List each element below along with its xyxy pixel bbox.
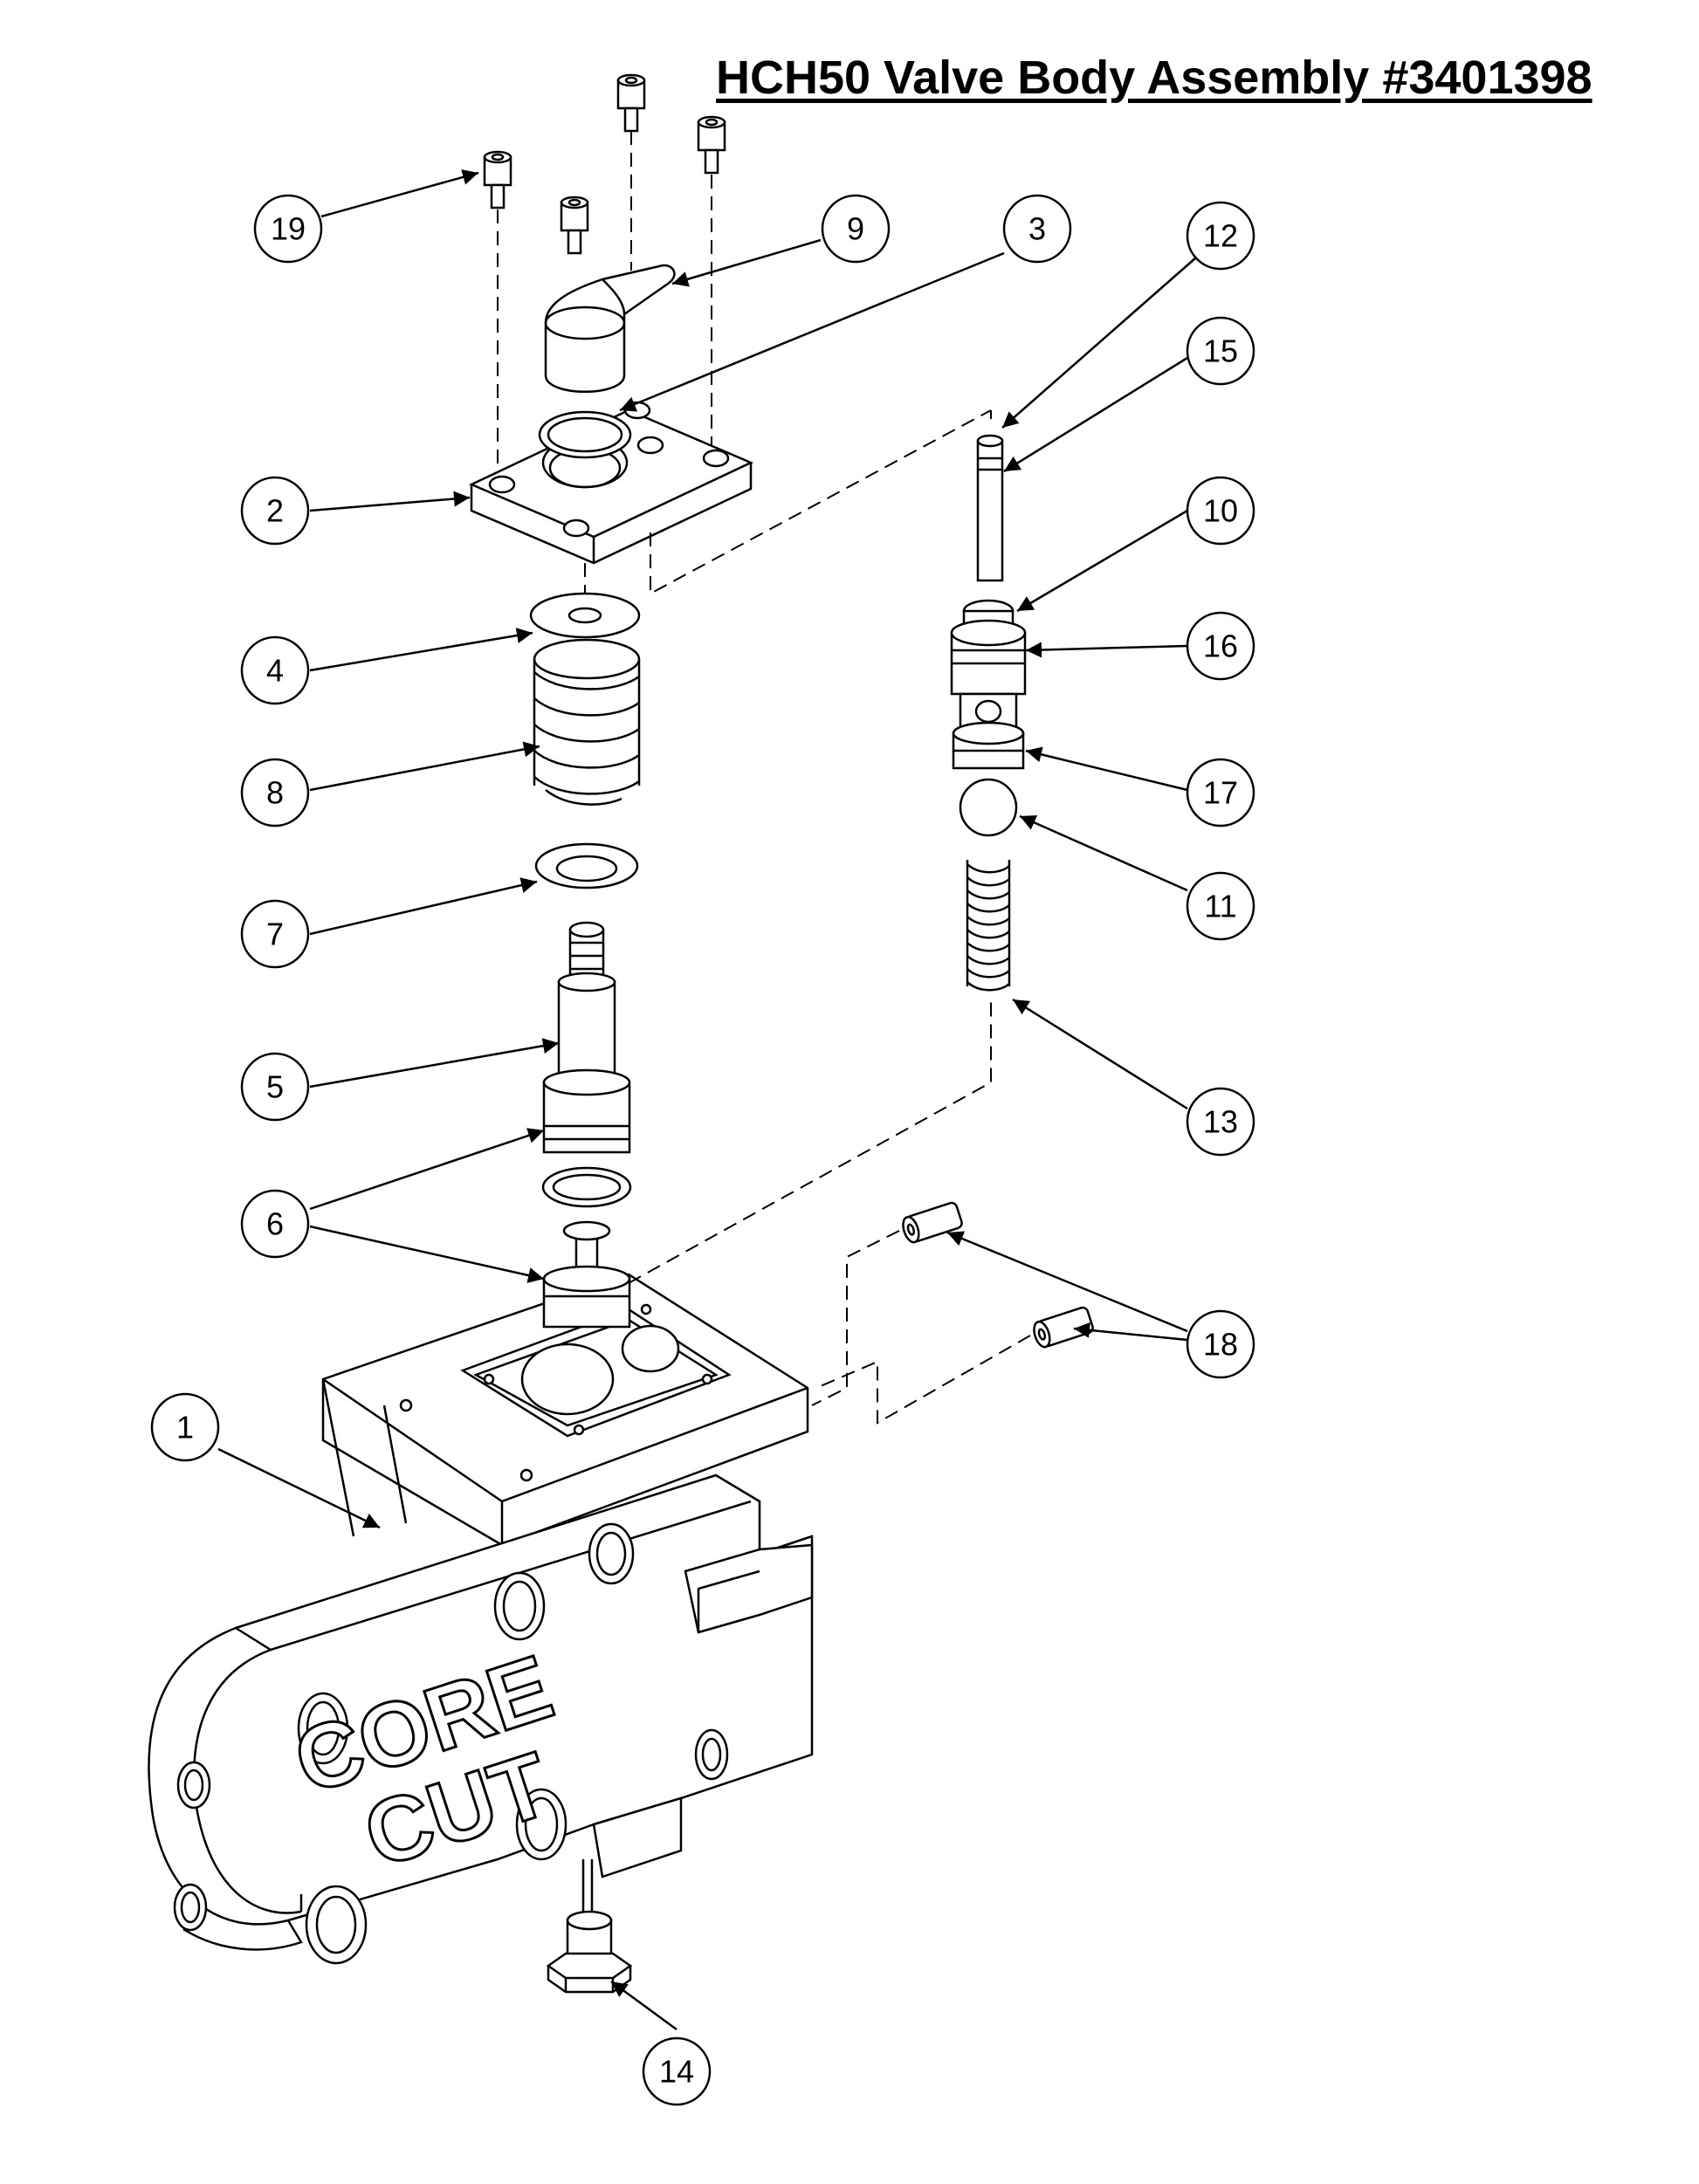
lever-handle-part-9 bbox=[544, 264, 676, 393]
callout-2: 2 bbox=[240, 476, 310, 546]
callout-9: 9 bbox=[821, 194, 891, 264]
cover-plate-part-2 bbox=[468, 401, 754, 565]
callout-18: 18 bbox=[1186, 1309, 1255, 1379]
svg-text:12: 12 bbox=[1203, 218, 1238, 254]
callout-11: 11 bbox=[1186, 871, 1255, 941]
callout-7: 7 bbox=[240, 899, 310, 969]
callout-14: 14 bbox=[642, 2036, 712, 2106]
callout-17: 17 bbox=[1186, 758, 1255, 828]
svg-text:7: 7 bbox=[266, 917, 284, 952]
svg-text:16: 16 bbox=[1203, 628, 1238, 664]
svg-text:11: 11 bbox=[1204, 889, 1236, 924]
svg-text:4: 4 bbox=[266, 653, 284, 689]
svg-text:8: 8 bbox=[266, 775, 284, 811]
svg-text:5: 5 bbox=[266, 1069, 284, 1105]
svg-text:10: 10 bbox=[1203, 493, 1238, 529]
svg-text:6: 6 bbox=[266, 1206, 284, 1242]
callout-4: 4 bbox=[240, 635, 310, 705]
valve-body-part-1 bbox=[148, 1273, 814, 1965]
svg-text:19: 19 bbox=[271, 211, 306, 247]
callout-13: 13 bbox=[1186, 1087, 1255, 1157]
svg-text:15: 15 bbox=[1203, 333, 1238, 369]
svg-text:13: 13 bbox=[1203, 1104, 1238, 1140]
o-ring-part-3 bbox=[538, 410, 632, 459]
valve-stem-part-5 bbox=[541, 921, 632, 1329]
callout-6: 6 bbox=[240, 1189, 310, 1259]
svg-text:1: 1 bbox=[176, 1410, 194, 1446]
callout-3: 3 bbox=[1002, 194, 1072, 264]
screw-centerlines bbox=[497, 131, 712, 476]
cap-screws-part-19 bbox=[483, 73, 726, 255]
callout-19: 19 bbox=[253, 194, 323, 264]
washer-part-4 bbox=[529, 592, 641, 639]
set-screws-part-18 bbox=[811, 1201, 1094, 1425]
seat-washer-part-7 bbox=[534, 842, 639, 889]
svg-text:18: 18 bbox=[1203, 1327, 1238, 1363]
callout-8: 8 bbox=[240, 758, 310, 828]
svg-text:14: 14 bbox=[659, 2054, 694, 2090]
fitting-part-14 bbox=[546, 1859, 633, 1994]
svg-text:9: 9 bbox=[847, 211, 864, 247]
svg-text:17: 17 bbox=[1203, 775, 1238, 811]
drawing-title: HCH50 Valve Body Assembly #3401398 bbox=[716, 52, 1592, 104]
leader-lines bbox=[217, 169, 1197, 2031]
callout-1: 1 bbox=[150, 1392, 220, 1462]
svg-text:3: 3 bbox=[1028, 211, 1046, 247]
callout-5: 5 bbox=[240, 1052, 310, 1122]
callout-15: 15 bbox=[1186, 316, 1255, 386]
callout-10: 10 bbox=[1186, 476, 1255, 546]
callout-16: 16 bbox=[1186, 611, 1255, 681]
callout-12: 12 bbox=[1186, 201, 1255, 271]
svg-text:2: 2 bbox=[266, 493, 284, 529]
spring-part-8 bbox=[533, 638, 641, 806]
right-valve-stack bbox=[950, 434, 1027, 992]
